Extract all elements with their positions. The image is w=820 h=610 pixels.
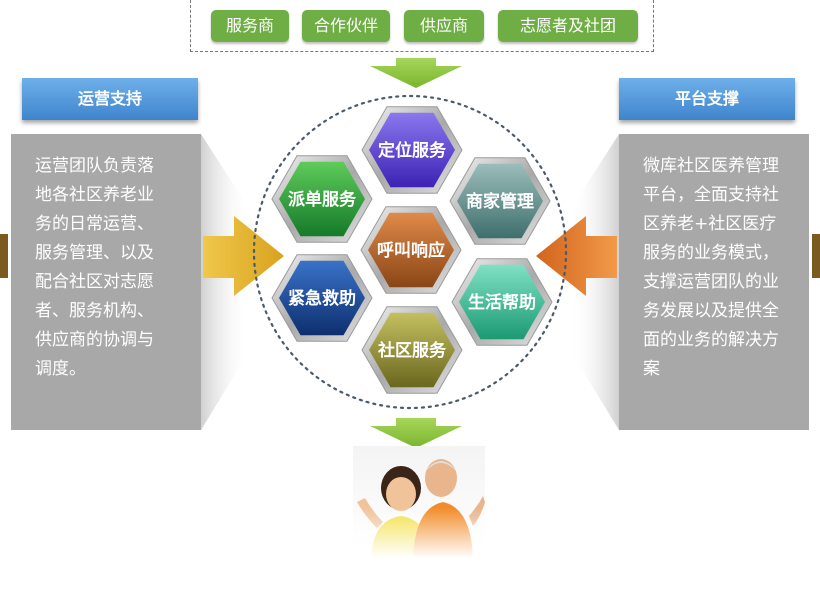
hex-community-service: 社区服务 [361, 306, 463, 394]
left-line: 运营团队负责落 [35, 156, 154, 176]
bottom-down-arrow-icon [370, 418, 462, 448]
partner-volunteers: 志愿者及社团 [498, 10, 638, 42]
operations-support-title: 运营支持 [22, 78, 198, 120]
partners-group: 服务商 合作伙伴 供应商 志愿者及社团 [190, 0, 654, 52]
right-line: 区养老+社区医疗 [643, 214, 777, 234]
hex-location-service-label: 定位服务 [378, 140, 447, 161]
hex-emergency-rescue-label: 紧急救助 [288, 288, 356, 309]
hex-dispatch-service-fill [279, 161, 365, 237]
right-line: 面的业务的解决方 [643, 330, 779, 350]
hex-dispatch-service: 派单服务 [271, 155, 373, 243]
left-edge-strip [0, 234, 8, 278]
hex-life-assistance-label: 生活帮助 [468, 292, 536, 313]
elderly-couple-photo [353, 446, 485, 558]
left-line: 供应商的协调与 [35, 330, 154, 350]
left-line: 配合社区对志愿 [35, 272, 154, 292]
hex-life-assistance: 生活帮助 [451, 258, 553, 346]
platform-support-panel: 微库社区医养管理 平台，全面支持社 区养老+社区医疗 服务的业务模式， 支撑运营… [619, 134, 809, 430]
hex-life-assistance-fill [459, 264, 545, 340]
partner-cooperation: 合作伙伴 [302, 10, 390, 42]
dotted-ring [252, 94, 568, 410]
right-edge-strip [812, 234, 820, 278]
hex-community-service-label: 社区服务 [377, 340, 447, 361]
hex-dispatch-service-label: 派单服务 [288, 189, 357, 210]
partner-supplier: 供应商 [404, 10, 484, 42]
left-line: 者、服务机构、 [35, 301, 154, 321]
hex-merchant-management-fill [457, 163, 543, 239]
partner-service-provider: 服务商 [211, 10, 289, 42]
hex-merchant-management: 商家管理 [449, 157, 551, 245]
elderly-couple-illustration [353, 446, 485, 558]
left-line: 务的日常运营、 [35, 214, 154, 234]
left-line: 调度。 [35, 359, 86, 379]
hex-emergency-rescue: 紧急救助 [271, 254, 373, 342]
platform-support-title: 平台支撑 [619, 78, 795, 120]
hex-location-service-fill [369, 112, 455, 188]
top-down-arrow-icon [370, 58, 462, 88]
hex-call-response: 呼叫响应 [360, 206, 462, 294]
right-line: 服务的业务模式， [643, 243, 779, 263]
right-line: 平台，全面支持社 [643, 185, 779, 205]
hex-call-response-fill [368, 212, 454, 288]
right-line: 务发展以及提供全 [643, 301, 779, 321]
right-line: 案 [643, 359, 660, 379]
hex-call-response-label: 呼叫响应 [377, 240, 445, 261]
hex-location-service: 定位服务 [361, 106, 463, 194]
operations-support-panel: 运营团队负责落 地各社区养老业 务的日常运营、 服务管理、以及 配合社区对志愿 … [11, 134, 201, 430]
hex-merchant-management-label: 商家管理 [466, 191, 534, 212]
hex-community-service-fill [369, 312, 455, 388]
right-panel-fan [570, 134, 619, 430]
left-line: 地各社区养老业 [35, 185, 154, 205]
right-left-arrow-icon [536, 216, 617, 296]
right-line: 微库社区医养管理 [643, 156, 779, 176]
left-line: 服务管理、以及 [35, 243, 154, 263]
left-panel-fan [201, 134, 250, 430]
left-right-arrow-icon [203, 216, 284, 296]
right-line: 支撑运营团队的业 [643, 272, 779, 292]
hex-emergency-rescue-fill [279, 260, 365, 336]
